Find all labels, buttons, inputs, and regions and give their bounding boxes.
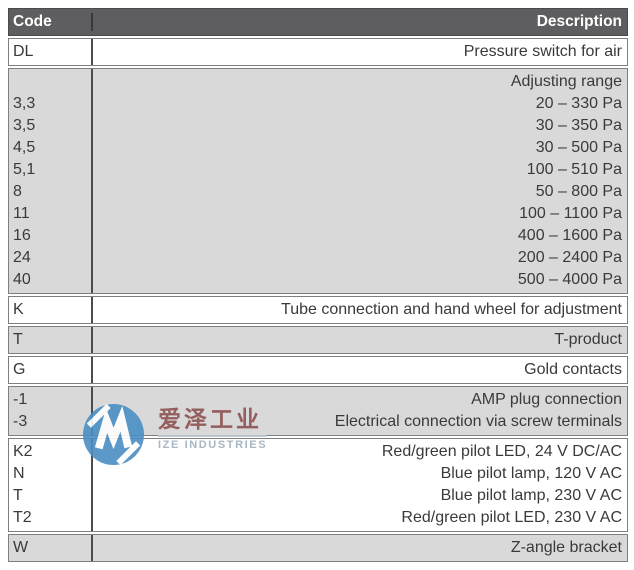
description-line: Blue pilot lamp, 230 V AC: [440, 487, 622, 504]
table-row: G Gold contacts: [8, 356, 628, 384]
description-line: 20 – 330 Pa: [535, 95, 622, 112]
code-header-label: Code: [13, 13, 52, 30]
code-line: 40: [13, 271, 31, 288]
code-line: W: [13, 539, 29, 556]
description-header-cell: Description: [93, 11, 627, 33]
description-line: 100 – 1100 Pa: [519, 205, 622, 222]
code-line: 24: [13, 249, 31, 266]
code-line: -3: [13, 413, 28, 430]
code-line: DL: [13, 43, 34, 60]
code-line: 8: [13, 183, 22, 200]
code-line: 11: [13, 205, 30, 222]
description-line: Adjusting range: [510, 73, 622, 90]
code-cell: DL: [9, 39, 93, 65]
code-cell: K: [9, 297, 93, 323]
description-cell: Red/green pilot LED, 24 V DC/AC Blue pilo…: [93, 439, 627, 531]
description-header-label: Description: [536, 13, 622, 30]
table-body: DL Pressure switch for air 3,3 3,5 4,5 5,1 8…: [8, 38, 628, 562]
code-cell: W: [9, 535, 93, 561]
code-cell: T: [9, 327, 93, 353]
description-line: T-product: [554, 331, 622, 348]
code-line: T2: [13, 509, 32, 526]
description-cell: Z-angle bracket: [93, 535, 627, 561]
code-line: T: [13, 487, 23, 504]
code-line: 4,5: [13, 139, 36, 156]
description-line: 400 – 1600 Pa: [517, 227, 622, 244]
description-cell: Tube connection and hand wheel for adjus…: [93, 297, 627, 323]
code-line: 3,3: [13, 95, 36, 112]
code-line: N: [13, 465, 25, 482]
code-line: 3,5: [13, 117, 36, 134]
description-line: 30 – 350 Pa: [535, 117, 622, 134]
description-cell: T-product: [93, 327, 627, 353]
code-line: 5,1: [13, 161, 36, 178]
description-line: 200 – 2400 Pa: [517, 249, 622, 266]
table-row: DL Pressure switch for air: [8, 38, 628, 66]
code-cell: G: [9, 357, 93, 383]
table-row: 3,3 3,5 4,5 5,1 8 11 16 24 40 Adjusting range 20 …: [8, 68, 628, 294]
description-line: Z-angle bracket: [510, 539, 622, 556]
code-cell: 3,3 3,5 4,5 5,1 8 11 16 24 40: [9, 69, 93, 293]
description-line: 500 – 4000 Pa: [517, 271, 622, 288]
description-line: Tube connection and hand wheel for adjus…: [281, 301, 622, 318]
code-cell: -1-3: [9, 387, 93, 435]
code-line: [13, 71, 91, 93]
code-header-cell: Code: [9, 13, 93, 31]
description-line: Electrical connection via screw terminal…: [334, 413, 622, 430]
code-line: T: [13, 331, 23, 348]
table-row: T T-product: [8, 326, 628, 354]
table-row: K Tube connection and hand wheel for adj…: [8, 296, 628, 324]
description-cell: Gold contacts: [93, 357, 627, 383]
description-line: Red/green pilot LED, 24 V DC/AC: [381, 443, 622, 460]
code-line: -1: [13, 391, 28, 408]
description-line: 30 – 500 Pa: [535, 139, 622, 156]
code-line: 16: [13, 227, 31, 244]
description-line: Gold contacts: [524, 361, 622, 378]
description-line: Blue pilot lamp, 120 V AC: [440, 465, 622, 482]
description-cell: Pressure switch for air: [93, 39, 627, 65]
table-row: W Z-angle bracket: [8, 534, 628, 562]
table-header-row: Code Description: [8, 8, 628, 36]
code-line: K2: [13, 443, 33, 460]
description-line: 50 – 800 Pa: [535, 183, 622, 200]
code-line: K: [13, 301, 24, 318]
description-line: Pressure switch for air: [463, 43, 622, 60]
description-line: AMP plug connection: [471, 391, 622, 408]
description-line: Red/green pilot LED, 230 V AC: [401, 509, 622, 526]
description-cell: Adjusting range 20 – 330 Pa 30 – 350 Pa 30 …: [93, 69, 627, 293]
description-line: 100 – 510 Pa: [526, 161, 622, 178]
code-line: G: [13, 361, 26, 378]
